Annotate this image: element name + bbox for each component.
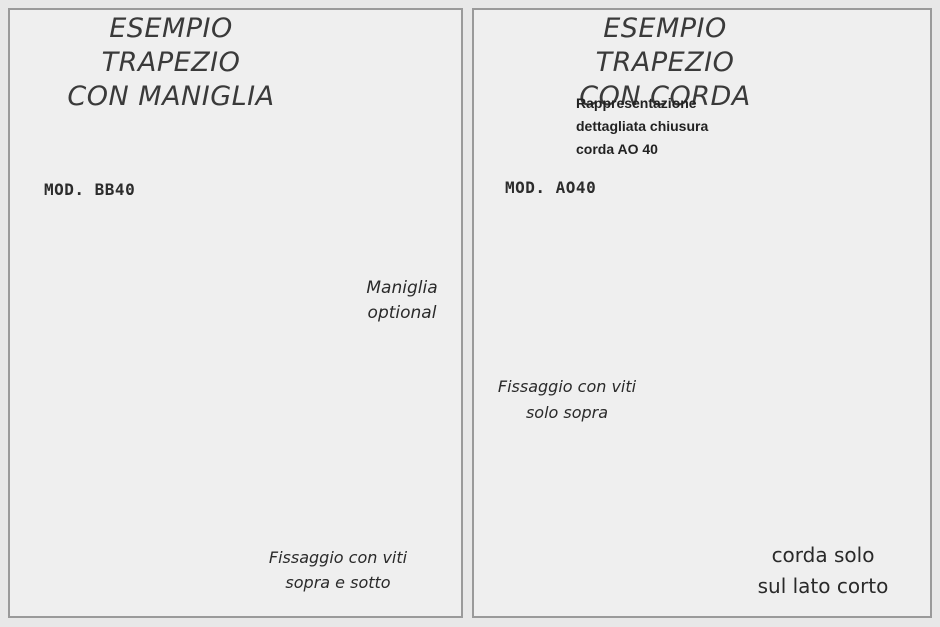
- right-title-line2: CON CORDA: [579, 81, 751, 112]
- handle-label-line2: optional: [367, 303, 437, 323]
- right-title-line1: ESEMPIO TRAPEZIO: [595, 13, 735, 78]
- right-fixing-label: Fissaggio con viti solo sopra: [474, 374, 660, 426]
- left-model-label: MOD. BB40: [44, 180, 136, 199]
- left-fixing-label: Fissaggio con viti sopra e sotto: [248, 545, 428, 595]
- left-title: ESEMPIO TRAPEZIO CON MANIGLIA: [36, 12, 306, 114]
- left-fixing-line2: sopra e sotto: [285, 573, 391, 592]
- detail-line2: dettagliata chiusura: [576, 118, 709, 134]
- detail-description: Rappresentazione dettagliata chiusura co…: [576, 92, 708, 161]
- left-title-line2: CON MANIGLIA: [67, 81, 275, 112]
- right-title: ESEMPIO TRAPEZIO CON CORDA: [530, 12, 800, 114]
- right-fixing-line2: solo sopra: [525, 403, 609, 422]
- left-fixing-line1: Fissaggio con viti: [268, 548, 408, 567]
- handle-optional-label: Maniglia optional: [352, 276, 452, 326]
- panel-handle-example: [8, 8, 463, 618]
- right-model-label: MOD. AO40: [505, 178, 597, 197]
- panel-cord-example: [472, 8, 932, 618]
- cord-label-line2: sul lato corto: [757, 574, 889, 598]
- right-fixing-line1: Fissaggio con viti: [497, 377, 637, 396]
- left-title-line1: ESEMPIO TRAPEZIO: [101, 13, 241, 78]
- detail-line3: corda AO 40: [576, 141, 658, 157]
- detail-line1: Rappresentazione: [576, 95, 697, 111]
- handle-label-line1: Maniglia: [366, 278, 438, 298]
- cord-short-side-label: corda solo sul lato corto: [748, 540, 898, 602]
- cord-label-line1: corda solo: [771, 543, 875, 567]
